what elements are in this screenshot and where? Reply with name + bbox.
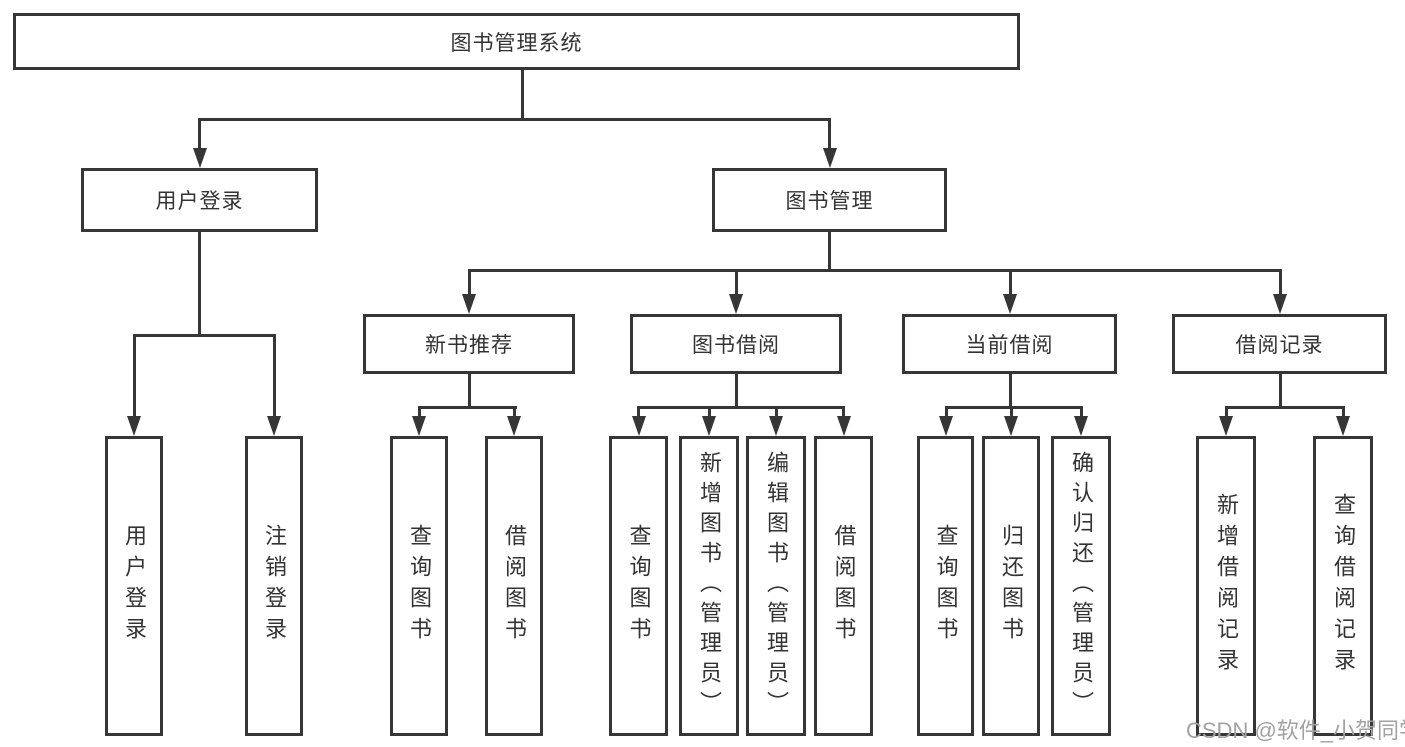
leaf-query-borrow-record: 查询借阅记录 <box>1313 436 1373 736</box>
connector-user-login-split <box>132 334 276 337</box>
connector-drop-leaf <box>637 406 640 419</box>
leaf-borrow-books-label: 借阅图书 <box>831 524 857 648</box>
leaf-user-login: 用户登录 <box>105 436 163 736</box>
leaf-user-login-label: 用户登录 <box>122 524 147 648</box>
connector-drop-leaf <box>842 406 845 419</box>
node-root: 图书管理系统 <box>13 13 1020 70</box>
leaf-query-books-borrow: 查询图书 <box>609 436 668 736</box>
arrowhead-leaf-icon <box>507 416 521 436</box>
node-current-borrow: 当前借阅 <box>902 314 1117 374</box>
connector-level2-split <box>197 118 831 121</box>
connector-current-borrow-trunk <box>1008 374 1012 409</box>
leaf-edit-books-admin: 编辑图书（管理员） <box>746 436 806 736</box>
arrowhead-logout-leaf-icon <box>267 416 281 436</box>
connector-user-login-trunk <box>197 232 201 337</box>
leaf-query-books-current: 查询图书 <box>917 436 974 736</box>
arrowhead-user-login-icon <box>192 148 207 168</box>
connector-new-book-split <box>417 406 517 409</box>
leaf-add-books-admin-label: 新增图书（管理员） <box>697 451 722 721</box>
node-root-label: 图书管理系统 <box>450 31 583 55</box>
leaf-confirm-return-admin-label: 确认归还（管理员） <box>1069 451 1094 721</box>
connector-book-borrow-split <box>637 406 845 409</box>
connector-drop-login-leaf <box>132 334 136 418</box>
arrowhead-book-mgmt-icon <box>822 148 837 168</box>
leaf-query-books-recommend-label: 查询图书 <box>407 524 432 648</box>
leaf-return-books-label: 归还图书 <box>999 524 1024 648</box>
arrowhead-leaf-icon <box>1219 416 1233 436</box>
leaf-query-books-borrow-label: 查询图书 <box>626 524 652 648</box>
arrowhead-leaf-icon <box>836 416 851 436</box>
connector-drop-leaf <box>707 406 711 419</box>
node-new-book-recommend-label: 新书推荐 <box>425 334 513 357</box>
arrowhead-book-borrow-icon <box>729 294 743 314</box>
connector-drop-book-borrow <box>734 269 738 297</box>
connector-drop-new-book <box>467 269 471 297</box>
arrowhead-leaf-icon <box>631 416 646 436</box>
connector-drop-leaf <box>1341 406 1345 419</box>
connector-borrow-records-trunk <box>1278 374 1282 409</box>
leaf-edit-books-admin-label: 编辑图书（管理员） <box>764 451 789 721</box>
connector-drop-current-borrow <box>1008 269 1012 297</box>
arrowhead-borrow-records-icon <box>1273 294 1287 314</box>
arrowhead-leaf-icon <box>1074 416 1088 436</box>
node-borrow-records: 借阅记录 <box>1172 314 1387 374</box>
leaf-query-borrow-record-label: 查询借阅记录 <box>1331 493 1356 679</box>
node-book-management: 图书管理 <box>712 168 947 232</box>
connector-drop-logout-leaf <box>272 334 276 418</box>
csdn-watermark: CSDN @软件_小贺同学 <box>1186 718 1405 743</box>
node-new-book-recommend: 新书推荐 <box>363 314 575 374</box>
arrowhead-leaf-icon <box>939 416 953 436</box>
connector-drop-book-mgmt <box>827 118 831 151</box>
node-user-login-label: 用户登录 <box>155 190 244 213</box>
leaf-borrow-books: 借阅图书 <box>814 436 873 736</box>
connector-drop-borrow-records <box>1278 269 1282 297</box>
leaf-borrow-books-recommend-label: 借阅图书 <box>502 524 527 648</box>
arrowhead-leaf-icon <box>769 416 783 436</box>
node-borrow-records-label: 借阅记录 <box>1235 334 1324 357</box>
leaf-add-borrow-record-label: 新增借阅记录 <box>1214 493 1239 679</box>
connector-book-mgmt-trunk <box>827 232 831 272</box>
leaf-logout: 注销登录 <box>245 436 303 736</box>
arrowhead-leaf-icon <box>702 416 716 436</box>
leaf-query-books-current-label: 查询图书 <box>933 524 959 648</box>
leaf-confirm-return-admin: 确认归还（管理员） <box>1051 436 1111 736</box>
leaf-logout-label: 注销登录 <box>262 524 287 648</box>
leaf-return-books: 归还图书 <box>982 436 1040 736</box>
node-current-borrow-label: 当前借阅 <box>965 334 1054 357</box>
connector-level3-split <box>467 269 1282 272</box>
leaf-add-books-admin: 新增图书（管理员） <box>679 436 739 736</box>
connector-root-trunk <box>520 69 524 120</box>
leaf-borrow-books-recommend: 借阅图书 <box>485 436 543 736</box>
connector-drop-leaf <box>1079 406 1083 419</box>
arrowhead-current-borrow-icon <box>1003 294 1017 314</box>
node-book-borrow: 图书借阅 <box>630 314 842 374</box>
connector-drop-user-login <box>197 118 201 151</box>
connector-drop-leaf <box>774 406 778 419</box>
node-book-borrow-label: 图书借阅 <box>692 334 780 357</box>
leaf-query-books-recommend: 查询图书 <box>390 436 448 736</box>
connector-drop-leaf <box>1224 406 1228 419</box>
node-book-management-label: 图书管理 <box>785 190 874 213</box>
arrowhead-new-book-icon <box>462 294 476 314</box>
connector-drop-leaf <box>512 406 516 419</box>
arrowhead-leaf-icon <box>412 416 426 436</box>
connector-new-book-trunk <box>467 374 471 409</box>
connector-book-borrow-trunk <box>734 374 738 409</box>
leaf-add-borrow-record: 新增借阅记录 <box>1196 436 1256 736</box>
connector-drop-leaf <box>944 406 948 419</box>
connector-borrow-records-split <box>1224 406 1345 409</box>
arrowhead-leaf-icon <box>1336 416 1350 436</box>
connector-drop-leaf <box>1009 406 1013 419</box>
connector-current-borrow-split <box>944 406 1083 409</box>
node-user-login: 用户登录 <box>81 168 318 232</box>
connector-drop-leaf <box>417 406 421 419</box>
arrowhead-login-leaf-icon <box>127 416 141 436</box>
arrowhead-leaf-icon <box>1004 416 1018 436</box>
